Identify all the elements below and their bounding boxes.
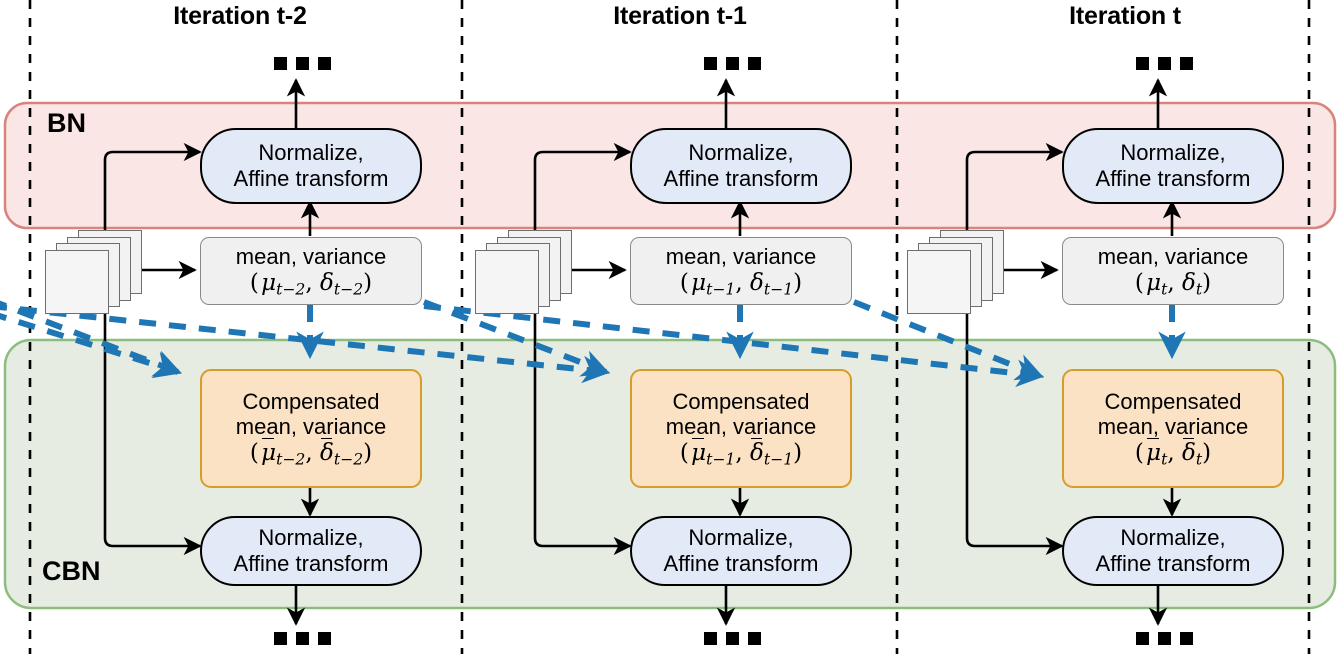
cbn-normalize-line1-c0: Normalize, — [258, 525, 364, 551]
compensated-var-sub-c2: t — [1195, 449, 1203, 469]
compensated-formula-c2: ( μt, δt) — [1134, 437, 1212, 469]
compensated-mean-symbol-c0: μ — [261, 439, 277, 466]
stats-var-symbol-c0: δ — [320, 269, 334, 296]
stats-box-c2[interactable]: mean, variance ( μt, δt) — [1062, 237, 1284, 305]
batch-stack-c1 — [475, 230, 572, 314]
cbn-normalize-box-c1[interactable]: Normalize, Affine transform — [630, 516, 852, 586]
compensated-box-c1[interactable]: Compensated mean, variance ( μt−1, δt−1) — [630, 369, 852, 488]
compensated-mean-symbol-c1: μ — [691, 439, 707, 466]
bn-normalize-line2-c2: Affine transform — [1095, 166, 1251, 191]
column-title-t-2: Iteration t-2 — [173, 2, 307, 30]
batch-stack-c0 — [45, 230, 142, 314]
stats-mean-symbol-c2: μ — [1146, 269, 1162, 296]
compensated-mean-symbol-c2: μ — [1146, 439, 1162, 466]
stats-label-c0: mean, variance — [235, 243, 387, 269]
edge-batch-to-bn-norm-c2 — [965, 142, 1064, 248]
compensated-line1-c1: Compensated — [672, 388, 810, 414]
bn-normalize-box-c2[interactable]: Normalize, Affine transform — [1062, 128, 1284, 204]
stats-label-c2: mean, variance — [1097, 243, 1249, 269]
stats-var-symbol-c2: δ — [1182, 269, 1196, 296]
compensated-var-sub-c0: t−2 — [333, 449, 364, 469]
stats-mean-sub-c2: t — [1161, 278, 1168, 298]
stats-mean-symbol-c0: μ — [261, 269, 277, 296]
bottom-ellipsis-c0 — [274, 632, 331, 645]
stats-var-sub-c1: t−1 — [763, 278, 794, 298]
compensated-line1-c0: Compensated — [242, 388, 380, 414]
edge-batch-to-bn-norm-c1 — [533, 142, 632, 248]
stats-mean-sub-c1: t−1 — [706, 278, 736, 298]
edge-batch-to-cbn-norm-c2 — [965, 292, 1064, 556]
cbn-normalize-line2-c0: Affine transform — [233, 551, 389, 576]
compensated-box-c0[interactable]: Compensated mean, variance ( μt−2, δt−2) — [200, 369, 422, 488]
bn-band-label: BN — [47, 108, 86, 138]
dashed-statsbox-c0-to-comp-c1 — [422, 299, 610, 377]
bottom-ellipsis-c2 — [1136, 632, 1193, 645]
column-title-t: Iteration t — [1069, 2, 1181, 30]
cbn-normalize-box-c2[interactable]: Normalize, Affine transform — [1062, 516, 1284, 586]
compensated-var-symbol-c0: δ — [320, 439, 334, 466]
dashed-stats-c0-to-comp-c1 — [0, 304, 611, 384]
dashed-prev-b-to-comp-c0 — [0, 312, 182, 379]
compensated-formula-c1: ( μt−1, δt−1) — [679, 437, 803, 469]
cbn-band-label: CBN — [42, 556, 101, 586]
top-ellipsis-c1 — [704, 57, 761, 70]
cbn-normalize-line2-c1: Affine transform — [663, 551, 819, 576]
stats-var-symbol-c1: δ — [750, 269, 764, 296]
top-ellipsis-c0 — [274, 57, 331, 70]
bottom-ellipsis-c1 — [704, 632, 761, 645]
column-title-t-1: Iteration t-1 — [613, 2, 747, 30]
bn-normalize-line1-c1: Normalize, — [688, 140, 794, 166]
batch-stack-c2 — [907, 230, 1004, 314]
compensated-mean-sub-c2: t — [1161, 449, 1168, 469]
bn-normalize-box-c0[interactable]: Normalize, Affine transform — [200, 128, 422, 204]
stats-var-sub-c2: t — [1195, 278, 1203, 298]
stats-label-c1: mean, variance — [665, 243, 817, 269]
bn-normalize-line1-c2: Normalize, — [1120, 140, 1226, 166]
stats-mean-symbol-c1: μ — [691, 269, 707, 296]
compensated-line2-c2: mean, variance — [1097, 414, 1249, 440]
stats-formula-c1: ( μt−1, δt−1) — [679, 269, 803, 298]
edge-batch-to-cbn-norm-c1 — [533, 292, 632, 556]
compensated-line2-c1: mean, variance — [665, 414, 817, 440]
edge-batch-to-cbn-norm-c0 — [103, 292, 202, 556]
cbn-normalize-line2-c2: Affine transform — [1095, 551, 1251, 576]
top-ellipsis-c2 — [1136, 57, 1193, 70]
compensated-line1-c2: Compensated — [1104, 388, 1242, 414]
compensated-box-c2[interactable]: Compensated mean, variance ( μt, δt) — [1062, 369, 1284, 488]
compensated-mean-sub-c0: t−2 — [276, 449, 306, 469]
stats-box-c0[interactable]: mean, variance ( μt−2, δt−2) — [200, 237, 422, 305]
stats-formula-c2: ( μt, δt) — [1134, 269, 1212, 298]
dashed-statsbox-c1-to-comp-c2 — [852, 299, 1044, 381]
compensated-formula-c0: ( μt−2, δt−2) — [249, 437, 373, 469]
cbn-normalize-box-c0[interactable]: Normalize, Affine transform — [200, 516, 422, 586]
edge-batch-to-bn-norm-c0 — [103, 142, 202, 248]
stats-mean-sub-c0: t−2 — [276, 278, 306, 298]
dashed-stats-c0-to-comp-c2 — [423, 303, 1045, 388]
cbn-normalize-line1-c2: Normalize, — [1120, 525, 1226, 551]
compensated-line2-c0: mean, variance — [235, 414, 387, 440]
stats-var-sub-c0: t−2 — [333, 278, 364, 298]
bn-normalize-line1-c0: Normalize, — [258, 140, 364, 166]
stats-box-c1[interactable]: mean, variance ( μt−1, δt−1) — [630, 237, 852, 305]
bn-normalize-box-c1[interactable]: Normalize, Affine transform — [630, 128, 852, 204]
cbn-normalize-line1-c1: Normalize, — [688, 525, 794, 551]
compensated-var-symbol-c2: δ — [1182, 439, 1196, 466]
compensated-var-sub-c1: t−1 — [763, 449, 794, 469]
bn-normalize-line2-c0: Affine transform — [233, 166, 389, 191]
bn-normalize-line2-c1: Affine transform — [663, 166, 819, 191]
stats-formula-c0: ( μt−2, δt−2) — [249, 269, 373, 298]
compensated-mean-sub-c1: t−1 — [706, 449, 736, 469]
compensated-var-symbol-c1: δ — [750, 439, 764, 466]
